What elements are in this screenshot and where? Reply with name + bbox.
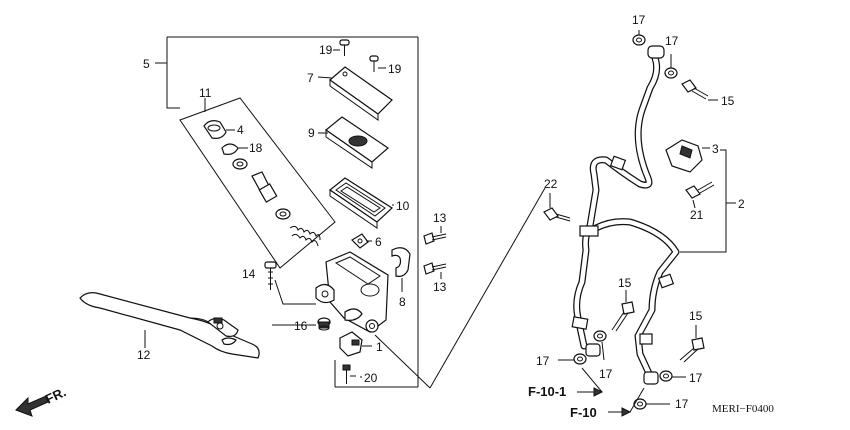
bracket-line-2 [680,149,727,253]
label-13-b: 13 [433,280,447,294]
bolt-22 [543,193,571,222]
assembly-outline-11 [179,97,336,269]
washer [232,158,248,170]
bolt-15-a [681,79,718,101]
screw-19-b [369,55,386,72]
part-labels: 5 11 4 18 19 19 7 9 10 13 6 13 14 8 16 1… [43,13,774,420]
label-14: 14 [242,267,256,281]
bolt-21 [685,181,715,209]
label-10: 10 [396,199,410,213]
washer-17-a [632,30,646,46]
label-13-a: 13 [433,211,447,225]
label-2: 2 [738,197,745,211]
bolt-15-b [611,290,635,332]
label-4: 4 [237,123,244,137]
holder-8 [391,247,411,292]
label-15-c: 15 [689,309,703,323]
connector-line [374,334,431,389]
label-6: 6 [375,235,382,249]
ref-arrow-f-10 [608,387,645,417]
label-20: 20 [364,371,378,385]
label-17-e: 17 [689,371,703,385]
cap-16 [317,317,331,331]
piston [251,171,278,203]
brake-switch-1 [339,331,370,357]
circlip-18 [221,143,248,155]
front-label: FR. [43,384,68,406]
label-17-b: 17 [665,34,679,48]
label-17-a: 17 [632,13,646,27]
diaphragm-plate-9 [318,116,389,169]
label-19-a: 19 [319,43,333,57]
label-5: 5 [143,57,150,71]
washer-17-b [664,54,678,79]
front-arrow [15,395,49,417]
label-16: 16 [294,319,308,333]
label-3: 3 [712,142,719,156]
label-19-b: 19 [388,62,402,76]
label-9: 9 [308,126,315,140]
master-cylinder-body [315,251,389,333]
diagram-code: MERI−F0400 [712,403,774,415]
lower-brake-hose [592,218,680,384]
label-11: 11 [199,86,212,100]
label-17-d: 17 [599,367,613,381]
label-1: 1 [376,340,383,354]
washer-17-d [593,330,607,361]
washer-17-f [633,398,670,410]
boot-4 [203,120,235,139]
label-18: 18 [249,141,263,155]
hose-bracket-3 [665,139,710,173]
bolt-13-a [423,226,447,245]
screw-20 [342,364,356,384]
hose-fittings [571,45,675,385]
label-12: 12 [137,348,151,362]
screw-19-a [333,39,350,56]
label-15-b: 15 [618,276,632,290]
connector-line-2 [429,187,546,389]
washer-17-e [659,370,686,382]
seal [275,208,291,220]
label-15-a: 15 [721,94,735,108]
spring [289,225,321,247]
diaphragm-10 [328,177,394,229]
label-22: 22 [544,177,558,191]
washer-17-c [558,353,587,365]
label-7: 7 [307,71,314,85]
label-17-f: 17 [675,397,689,411]
bolt-15-c [679,325,705,363]
label-17-c: 17 [536,354,550,368]
brake-lever-12 [79,292,260,359]
upper-brake-hose [573,54,661,350]
assembly-outline-5 [155,36,419,388]
bolt-13-b [423,262,447,279]
screw-14 [264,261,316,305]
label-21: 21 [690,208,704,222]
label-8: 8 [399,295,406,309]
clip-6 [351,233,372,249]
ref-arrow-f-10-1 [577,367,604,397]
reservoir-cap-7 [317,66,393,121]
ref-label-f-10: F-10 [570,405,597,420]
ref-label-f-10-1: F-10-1 [528,384,566,399]
